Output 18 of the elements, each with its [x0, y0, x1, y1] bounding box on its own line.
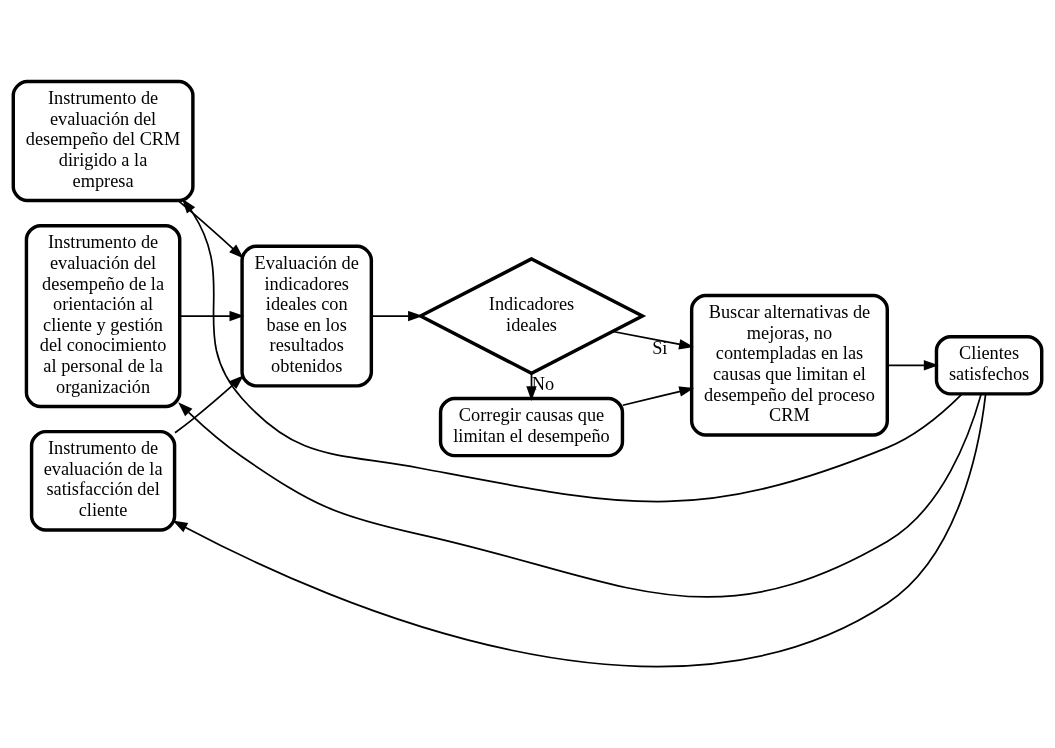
- node-box: Instrumento de evaluación del desempeño del CRM dirigido a la empresa: [11, 79, 195, 203]
- edge-label: Si: [652, 337, 668, 358]
- node-box: Instrumento de evaluación del desempeño de la orientación al cliente y gestión del conocimiento al personal de la organización: [24, 224, 182, 409]
- arrow: [174, 375, 244, 434]
- node-box: Evaluación de indicadores ideales con base en los resultados obtenidos: [240, 244, 374, 388]
- arrow: [172, 393, 987, 668]
- arrow: [178, 393, 983, 598]
- node-box: Clientes satisfechos: [934, 334, 1044, 396]
- node-box: Buscar alternativas de mejoras, no contempladas en las causas que limitan el desempeño del proceso CRM: [689, 293, 889, 437]
- arrow: [178, 310, 245, 322]
- arrow: [612, 330, 694, 350]
- node-box: Corregir causas que limitan el desempeño: [438, 396, 625, 458]
- arrow: [886, 360, 939, 371]
- arrow: [177, 200, 244, 259]
- arrow: [621, 386, 695, 407]
- node-box: Instrumento de evaluación de la satisfacción del cliente: [29, 429, 177, 532]
- arrow: [181, 198, 963, 503]
- arrow: [370, 310, 423, 322]
